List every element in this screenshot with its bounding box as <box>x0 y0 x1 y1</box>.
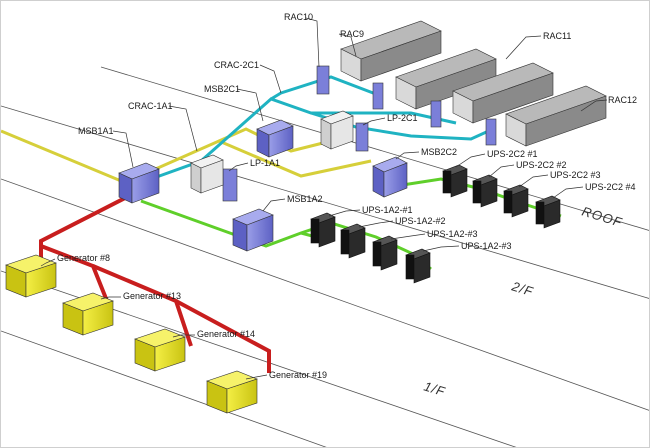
cable-yellow <box>1 127 372 185</box>
ups-1a2-1 <box>310 212 336 248</box>
label-generator-19: Generator #19 <box>269 370 327 380</box>
label-rac11: RAC11 <box>543 31 571 41</box>
rac-unit <box>395 48 497 110</box>
generator-19 <box>206 370 258 414</box>
crac1a1-unit <box>190 154 224 194</box>
rac-units <box>340 20 607 147</box>
label-msb1a2: MSB1A2 <box>287 194 323 204</box>
generator-8 <box>5 254 57 298</box>
floor-label-1f: 1/F <box>422 379 447 400</box>
floor-label-roof: ROOF <box>580 204 624 231</box>
label-msb1a1: MSB1A1 <box>78 126 114 136</box>
label-crac-1a1: CRAC-1A1 <box>128 101 173 111</box>
generator-13 <box>62 292 114 336</box>
ups-2c2-2 <box>472 174 498 208</box>
label-ups-2c2-4: UPS-2C2 #4 <box>585 182 636 192</box>
floor-label-2f: 2/F <box>509 278 535 299</box>
label-ups-1a2-2: UPS-1A2-#2 <box>395 216 446 226</box>
lp1a1-panel <box>222 168 238 202</box>
label-ups-2c2-1: UPS-2C2 #1 <box>487 149 538 159</box>
panel <box>430 100 442 128</box>
panel <box>485 118 497 146</box>
msb1a2-cabinet <box>232 208 274 252</box>
generator-14 <box>134 328 186 372</box>
label-ups-1a2-3b: UPS-1A2-#3 <box>461 241 512 251</box>
label-ups-2c2-2: UPS-2C2 #2 <box>516 160 567 170</box>
label-ups-2c2-3: UPS-2C2 #3 <box>550 170 601 180</box>
label-generator-8: Generator #8 <box>57 253 110 263</box>
switchboards <box>118 65 497 252</box>
label-ups-1a2-3: UPS-1A2-#3 <box>427 229 478 239</box>
ups-1a2-3b <box>405 248 431 284</box>
equipment-labels: RAC10 RAC9 RAC11 RAC12 CRAC-2C1 MSB2C1 L… <box>57 12 637 380</box>
label-lp-2c1: LP-2C1 <box>387 113 418 123</box>
rac-unit <box>505 85 607 147</box>
label-msb2c2: MSB2C2 <box>421 147 457 157</box>
crac-units <box>190 110 354 194</box>
label-leader-lines <box>40 17 608 380</box>
ups-2c2-3 <box>503 184 529 218</box>
label-crac-2c1: CRAC-2C1 <box>214 60 259 70</box>
label-rac12: RAC12 <box>608 95 637 105</box>
label-msb2c1: MSB2C1 <box>204 84 240 94</box>
panel <box>372 82 384 110</box>
label-rac10: RAC10 <box>284 12 313 22</box>
msb2c2-cabinet <box>372 156 408 198</box>
panel <box>316 65 330 95</box>
ups-1a2-3 <box>372 235 398 271</box>
rac-unit <box>340 20 442 82</box>
ups-2c2-1 <box>442 164 468 198</box>
ups-1a2-2 <box>340 223 366 259</box>
label-ups-1a2-1: UPS-1A2-#1 <box>362 205 413 215</box>
msb1a1-cabinet <box>118 162 160 204</box>
msb2c1-cabinet <box>256 119 294 158</box>
lp2c1-panel <box>355 122 369 152</box>
cable-red <box>39 194 271 373</box>
label-generator-14: Generator #14 <box>197 329 255 339</box>
crac2c1-unit <box>320 110 354 150</box>
label-lp-1a1: LP-1A1 <box>250 158 280 168</box>
label-generator-13: Generator #13 <box>123 291 181 301</box>
ups-2c2-4 <box>535 195 561 229</box>
label-rac9: RAC9 <box>340 29 364 39</box>
ups-units <box>310 164 561 284</box>
rac-unit <box>452 62 554 124</box>
generators <box>5 254 258 414</box>
